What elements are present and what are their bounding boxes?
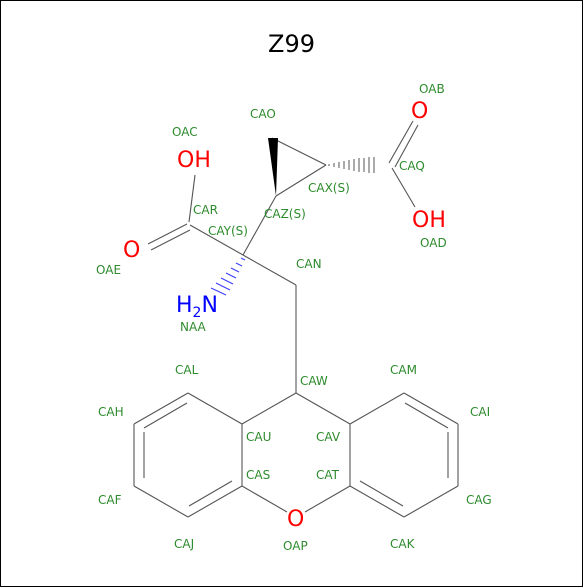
bond-cam-cai	[403, 392, 459, 425]
atom-label-cas: CAS	[246, 468, 270, 482]
atom-labels: OAB OAC CAO CAQ CAX(S) CAR CAZ(S) CAY(S)…	[96, 82, 492, 553]
atom-label-caz: CAZ(S)	[264, 207, 306, 221]
bond-cag-cak	[403, 485, 459, 518]
atom-label-oae: OAE	[96, 263, 121, 277]
atom-label-cax: CAX(S)	[308, 181, 350, 195]
bond-cav-cam	[349, 392, 405, 425]
bond-caq-oab-2	[394, 124, 419, 168]
atom-label-caf: CAF	[98, 493, 122, 507]
inner-caj-cas	[188, 480, 233, 507]
bond-car-cay	[189, 224, 244, 256]
bond-cay-can	[242, 254, 297, 286]
bond-car-oac	[188, 174, 196, 223]
atom-label-cau: CAU	[246, 430, 271, 444]
heteroatom-labels: OH OH O O O H2N	[123, 99, 446, 532]
inner-cam-cai	[404, 402, 449, 429]
bond-caq-oab-1	[388, 120, 414, 164]
bond-cak-cat	[349, 485, 405, 518]
atom-label-cag: CAG	[466, 493, 492, 507]
bond-cau-cal	[187, 392, 243, 425]
atom-label-cat: CAT	[316, 468, 340, 482]
bond-caz-cax	[275, 164, 327, 197]
inner-cal-cah	[143, 402, 188, 429]
bond-caw-cav	[295, 392, 351, 425]
atom-label-oad: OAD	[420, 236, 447, 250]
atom-label-cah: CAH	[98, 405, 124, 419]
bond-cal-cah	[133, 392, 189, 425]
molecule-title: Z99	[268, 30, 315, 58]
hash-cax-caq	[328, 157, 375, 173]
atom-label-cav: CAV	[316, 430, 341, 444]
atom-label-car: CAR	[193, 203, 218, 217]
atom-label-cal: CAL	[175, 363, 199, 377]
atom-label-caq: CAQ	[399, 159, 425, 173]
hash-cay-naa	[210, 257, 246, 296]
atom-label-cai: CAI	[470, 405, 490, 419]
hydroxyl-right-label: OH	[412, 208, 446, 233]
bond-caj-cas	[187, 485, 243, 518]
inner-cak-cat	[359, 480, 404, 507]
hydroxyl-left-label: OH	[177, 148, 211, 173]
atom-label-caj: CAJ	[174, 537, 194, 551]
atom-label-cak: CAK	[390, 537, 416, 551]
bond-car-oae-2	[150, 229, 191, 251]
bond-caq-oad	[391, 167, 416, 208]
bond-caf-caj	[133, 485, 189, 518]
bond-cas-oap	[241, 485, 288, 513]
bonds	[133, 120, 459, 518]
atom-label-cam: CAM	[390, 363, 417, 377]
atom-label-cay: CAY(S)	[208, 224, 248, 238]
bond-cat-oap	[304, 485, 351, 513]
bond-caw-cau	[241, 392, 297, 425]
atom-label-oap: OAP	[283, 539, 308, 553]
atom-label-can: CAN	[296, 257, 322, 271]
wedge-cao-caz	[268, 138, 278, 196]
atom-label-naa: NAA	[180, 320, 207, 334]
amine-label: H2N	[176, 293, 218, 321]
atom-label-cao: CAO	[250, 107, 276, 121]
bond-cao-cax	[271, 137, 327, 166]
atom-label-oac: OAC	[172, 125, 198, 139]
atom-label-oab: OAB	[419, 82, 445, 96]
carbonyl-oxygen-left-label: O	[123, 238, 140, 263]
ring-oxygen-label: O	[287, 507, 304, 532]
bond-caz-cay	[242, 195, 277, 256]
carbonyl-oxygen-right-label: O	[411, 99, 428, 124]
bond-car-oae-1	[147, 223, 188, 245]
atom-label-caw: CAW	[300, 374, 328, 388]
